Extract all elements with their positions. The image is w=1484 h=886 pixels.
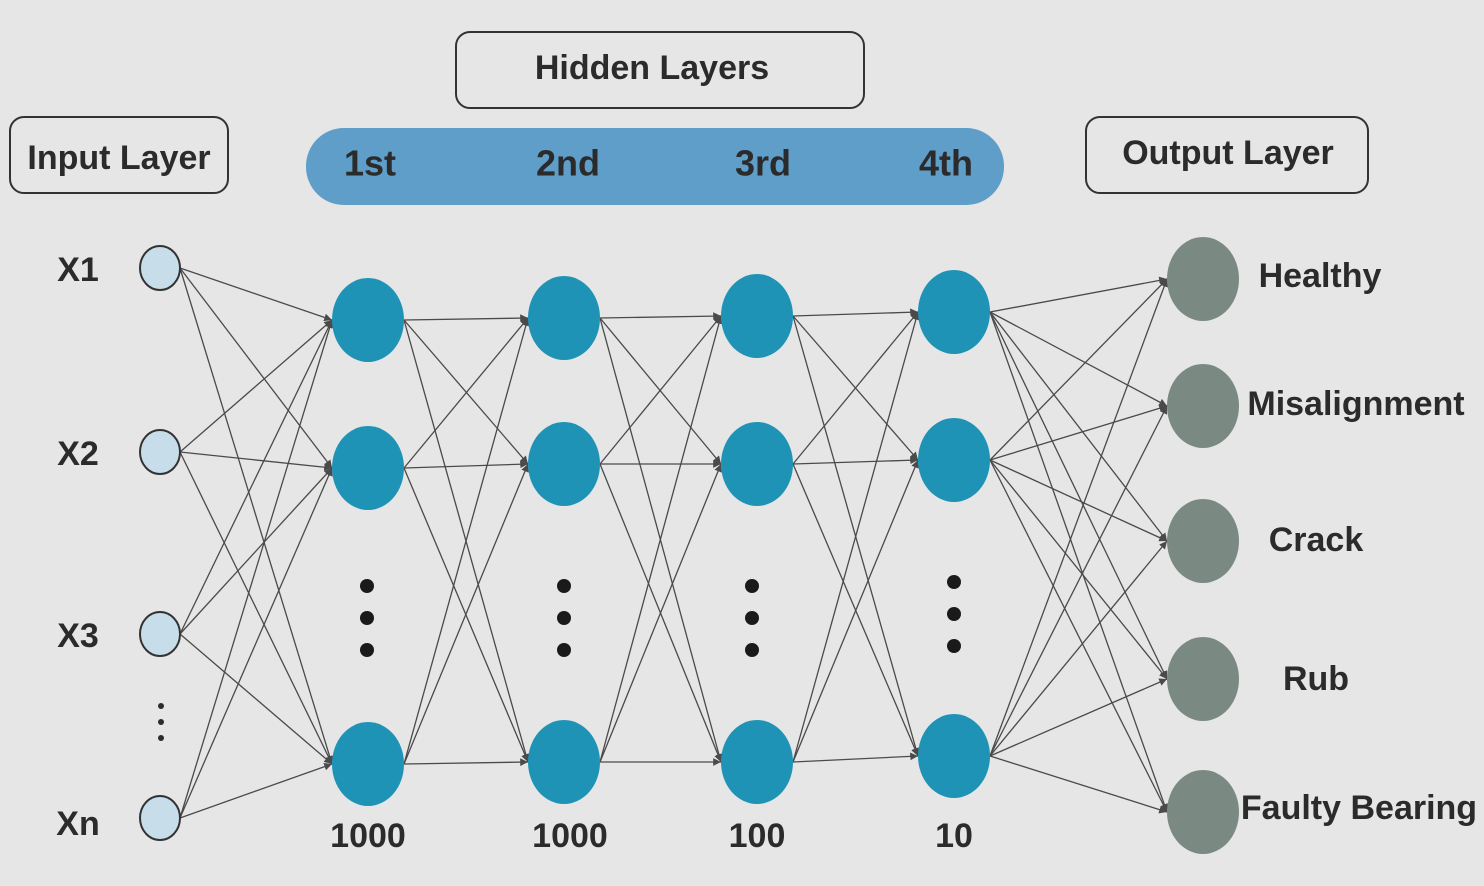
connection-edge	[989, 278, 1168, 461]
hidden-node	[332, 278, 404, 362]
output-label-crack: Crack	[1269, 521, 1364, 559]
connection-edge	[989, 678, 1168, 757]
connection-edge	[989, 405, 1168, 757]
connection-edge	[179, 633, 333, 765]
hidden-layer-band: 1st 2nd 3rd 4th	[306, 128, 1004, 205]
connection-edge	[179, 267, 333, 469]
input-label-x3: X3	[57, 617, 99, 655]
connection-edge	[792, 456, 919, 465]
connection-edge	[989, 311, 1168, 680]
connection-edge	[989, 540, 1168, 757]
connection-edge	[179, 451, 333, 472]
input-node	[139, 611, 181, 657]
output-layer-title-box: Output Layer	[1085, 116, 1369, 194]
connection-edge	[179, 319, 333, 635]
connection-edge	[989, 459, 1168, 542]
connection-edge	[403, 758, 529, 767]
connection-edge	[179, 762, 333, 819]
hidden-layer-1-count: 1000	[330, 817, 406, 855]
input-layer-title: Input Layer	[27, 139, 210, 177]
connection-edge	[989, 404, 1168, 461]
input-ellipsis	[158, 703, 164, 741]
hidden-node	[918, 714, 990, 798]
connection-edge	[403, 317, 529, 469]
hidden-layers-title-box: Hidden Layers	[455, 31, 865, 109]
output-node	[1167, 237, 1239, 321]
connection-edge	[179, 267, 334, 765]
output-node	[1167, 499, 1239, 583]
hidden-node	[528, 422, 600, 506]
connection-edge	[989, 459, 1168, 680]
hidden-node	[721, 720, 793, 804]
input-nodes	[139, 245, 181, 841]
input-layer-title-box: Input Layer	[9, 116, 229, 194]
connection-edge	[792, 311, 920, 763]
neuron-counts: 1000 1000 100 10	[330, 817, 973, 855]
connection-edge	[989, 311, 1169, 813]
connection-edges	[179, 267, 1169, 819]
hidden-ellipsis	[360, 575, 961, 657]
hidden-node	[528, 276, 600, 360]
connection-edge	[179, 267, 333, 322]
connection-edge	[989, 459, 1168, 813]
output-node	[1167, 637, 1239, 721]
connection-edge	[989, 276, 1168, 313]
hidden-node	[721, 422, 793, 506]
connection-edge	[403, 314, 529, 323]
connection-edge	[989, 278, 1168, 757]
hidden-layer-1-label: 1st	[344, 143, 396, 184]
connection-edge	[989, 311, 1168, 542]
hidden-layer-3-label: 3rd	[735, 143, 791, 184]
connection-edge	[179, 451, 333, 765]
connection-edge	[403, 460, 529, 469]
output-node	[1167, 770, 1239, 854]
input-label-x1: X1	[57, 251, 99, 289]
input-labels: X1 X2 X3 Xn	[56, 251, 99, 843]
connection-edge	[599, 463, 722, 763]
hidden-layer-3-count: 100	[729, 817, 786, 855]
hidden-layer-2-count: 1000	[532, 817, 608, 855]
connection-edge	[179, 319, 334, 819]
input-label-xn: Xn	[56, 805, 99, 843]
hidden-node	[721, 274, 793, 358]
hidden-node	[332, 426, 404, 510]
output-nodes	[1167, 237, 1239, 854]
output-label-rub: Rub	[1283, 660, 1349, 698]
connection-edge	[403, 463, 529, 765]
output-labels: Healthy Misalignment Crack Rub Faulty Be…	[1241, 257, 1477, 827]
connection-edge	[792, 308, 919, 317]
output-label-healthy: Healthy	[1259, 257, 1382, 295]
output-node	[1167, 364, 1239, 448]
input-node	[139, 795, 181, 841]
input-node	[139, 429, 181, 475]
input-node	[139, 245, 181, 291]
hidden-layer-4-count: 10	[935, 817, 973, 855]
hidden-node	[918, 270, 990, 354]
hidden-layers-title: Hidden Layers	[535, 49, 769, 87]
connection-edge	[179, 467, 333, 819]
hidden-node	[918, 418, 990, 502]
connection-edge	[989, 311, 1168, 407]
connection-edge	[403, 317, 530, 765]
connection-edge	[599, 315, 722, 465]
connection-edge	[792, 459, 919, 763]
connection-edge	[989, 755, 1168, 814]
connection-edge	[179, 467, 333, 635]
connection-edge	[179, 319, 333, 453]
hidden-layer-2-label: 2nd	[536, 143, 600, 184]
hidden-nodes	[332, 270, 990, 806]
connection-edge	[792, 752, 919, 763]
connection-edge	[599, 315, 723, 763]
output-label-misalignment: Misalignment	[1247, 385, 1464, 423]
output-layer-title: Output Layer	[1122, 134, 1334, 172]
hidden-layer-4-label: 4th	[919, 143, 973, 184]
input-label-x2: X2	[57, 435, 99, 473]
hidden-node	[528, 720, 600, 804]
output-label-faulty-bearing: Faulty Bearing	[1241, 789, 1477, 827]
hidden-node	[332, 722, 404, 806]
connection-edge	[599, 312, 722, 321]
connection-edge	[792, 311, 919, 465]
